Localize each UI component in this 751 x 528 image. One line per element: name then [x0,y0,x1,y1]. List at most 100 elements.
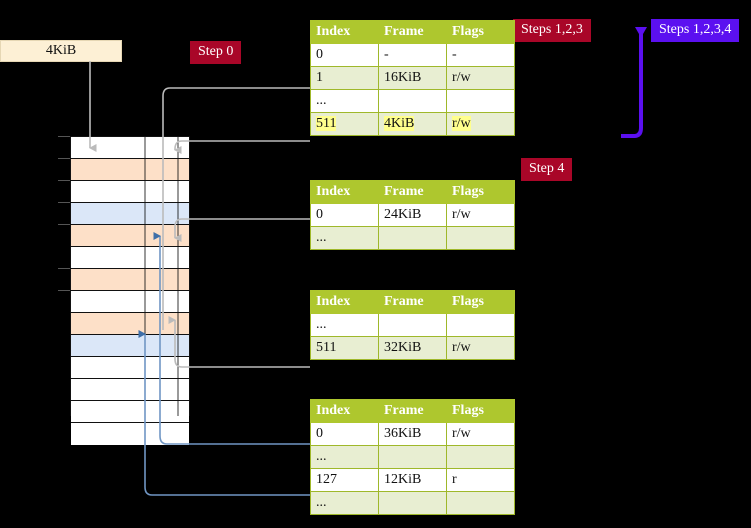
table-cell [378,226,447,250]
table-cell: ... [310,445,379,469]
connector-pd-row511 [168,316,310,368]
highlighted-value: 511 [316,116,337,131]
column-header-flags: Flags [446,399,515,423]
badge-steps-123: Steps 1,2,3 [513,19,591,42]
column-header-flags: Flags [446,180,515,204]
memory-row [71,137,189,159]
table-row: ... [310,445,515,469]
memory-column-ticks [58,136,70,291]
table-row: ... [310,313,515,337]
badge-step-4-label: Step 4 [529,161,565,176]
memory-row [71,203,189,225]
table-cell [446,445,515,469]
connector-pml4-row511 [174,140,310,154]
column-header-index: Index [310,399,379,423]
table-cell: r/w [446,112,515,136]
table-cell: r/w [446,66,515,90]
table-cell: - [446,43,515,67]
table-cell [378,491,447,515]
memory-row [71,357,189,379]
table-cell [378,89,447,113]
table-cell: 1 [310,66,379,90]
memory-row [71,313,189,335]
column-header-frame: Frame [378,20,447,44]
connector-pdp-row0 [174,218,310,242]
arrow-steps-bracket [621,27,647,138]
table-cell: ... [310,89,379,113]
memory-row [71,225,189,247]
column-header-index: Index [310,20,379,44]
table-cell [378,445,447,469]
table-cell: r/w [446,336,515,360]
table-cell: 127 [310,468,379,492]
badge-steps-1234-label: Steps 1,2,3,4 [659,22,732,37]
connector-pml4-row1 [162,87,310,142]
table-cell [446,313,515,337]
badge-step-0-label: Step 0 [198,44,234,59]
table-cell: ... [310,226,379,250]
table-cell [446,89,515,113]
table-row: 511 4KiB r/w [310,112,515,136]
memory-row [71,159,189,181]
table-cell: 24KiB [378,203,447,227]
table-cell: 32KiB [378,336,447,360]
table-cell: r [446,468,515,492]
table-cell [446,226,515,250]
column-header-frame: Frame [378,399,447,423]
table-cell: 0 [310,43,379,67]
table-cell [446,491,515,515]
memory-row [71,379,189,401]
table-row: ... [310,226,515,250]
highlighted-value: r/w [452,116,471,131]
table-cell: 0 [310,203,379,227]
table-cell: r/w [446,422,515,446]
memory-row [71,291,189,313]
column-header-flags: Flags [446,290,515,314]
table-cell: r/w [446,203,515,227]
memory-row [71,181,189,203]
table-cell: 12KiB [378,468,447,492]
table-cell: ... [310,313,379,337]
highlighted-value: 4KiB [384,116,415,131]
column-header-index: Index [310,180,379,204]
badge-step-0: Step 0 [190,41,242,64]
memory-row [71,423,189,445]
table-cell: ... [310,491,379,515]
table-cell [378,313,447,337]
memory-column [70,136,190,445]
table-row: ... [310,89,515,113]
table-cell: 0 [310,422,379,446]
table-cell: 511 [310,112,379,136]
badge-step-4: Step 4 [521,158,573,181]
table-cell: 4KiB [378,112,447,136]
column-header-flags: Flags [446,20,515,44]
badge-steps-123-label: Steps 1,2,3 [521,22,583,37]
table-cell: 16KiB [378,66,447,90]
size-box-4kib: 4KiB [0,40,122,62]
table-cell: 511 [310,336,379,360]
memory-row [71,247,189,269]
memory-row [71,335,189,357]
column-header-frame: Frame [378,290,447,314]
badge-steps-1234: Steps 1,2,3,4 [651,19,740,42]
memory-row [71,401,189,423]
column-header-index: Index [310,290,379,314]
table-cell: - [378,43,447,67]
table-row: 0-- [310,43,515,67]
table-row: ... [310,491,515,515]
memory-row [71,269,189,291]
size-box-label: 4KiB [45,43,77,58]
